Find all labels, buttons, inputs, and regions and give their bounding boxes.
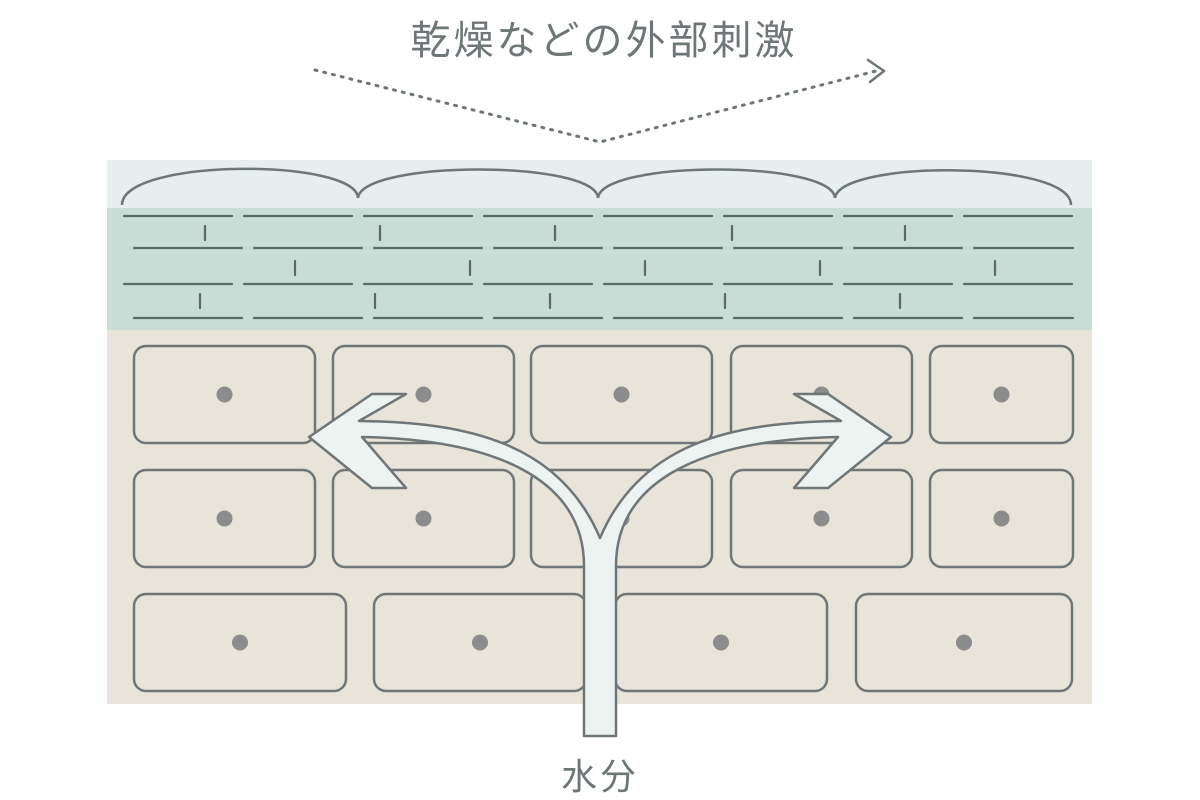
cell-nucleus	[232, 634, 248, 651]
moisture-label: 水分	[560, 757, 639, 798]
cell-nucleus	[713, 634, 729, 651]
external-stimulus-arrow	[313, 58, 886, 144]
cell-nucleus	[613, 386, 630, 403]
corneum-cell-lines	[122, 214, 1075, 320]
moisture-arrow	[307, 392, 893, 738]
cell-nucleus	[956, 634, 972, 651]
stratum-corneum-layer	[107, 208, 1092, 330]
cell-nucleus	[216, 510, 233, 527]
epidermal-cells	[132, 344, 1075, 693]
cell-nucleus	[813, 510, 830, 527]
cell-nucleus	[472, 634, 488, 651]
cell-nucleus	[993, 510, 1010, 527]
cell-nucleus	[993, 386, 1010, 403]
external-stimulus-label: 乾燥などの外部刺激	[410, 18, 798, 64]
sebum-scallops	[120, 167, 1073, 206]
cell-nucleus	[415, 510, 432, 527]
cell-nucleus	[216, 386, 233, 403]
sebum-film-layer	[107, 160, 1092, 208]
cell-nucleus	[415, 386, 432, 403]
